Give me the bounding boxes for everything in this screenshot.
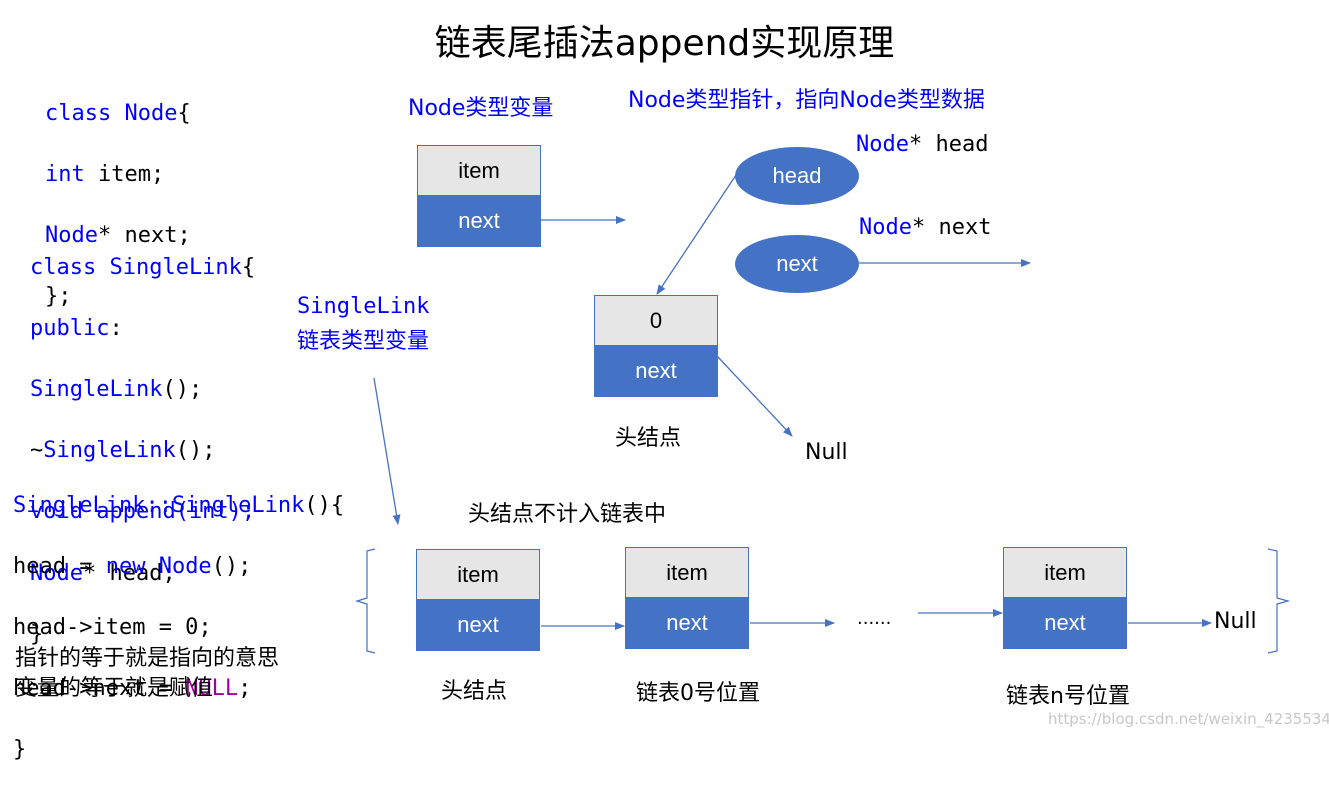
code-text: head->item = 0; [13, 614, 212, 640]
code-line: }; [45, 282, 191, 313]
code-line: head->item = 0; [13, 613, 344, 644]
node-item-value: 0 [595, 296, 717, 346]
arrow-head-to-headnode [656, 174, 737, 295]
code-text: ~ [30, 438, 44, 464]
code-line: Node* next; [45, 221, 191, 252]
code-keyword: class SingleLink [30, 254, 242, 280]
code-text: (); [211, 553, 252, 579]
label-linked-list-variable: 链表类型变量 [297, 329, 430, 354]
code-text: item; [84, 161, 165, 187]
code-text: { [241, 254, 256, 280]
list-bracket-left [354, 548, 376, 654]
node-box-list-head: item next [416, 549, 540, 651]
note-pointer-equals: 指针的等于就是指向的意思 [15, 646, 280, 671]
label-null-bottom: Null [1214, 609, 1257, 634]
code-text: (); [175, 438, 216, 464]
code-keyword: Node [859, 215, 912, 240]
code-keyword: Node [45, 222, 98, 248]
node-next-field: next [626, 598, 748, 648]
code-constructor: SingleLink::SingleLink(){ head = new Nod… [13, 460, 344, 797]
code-text: (){ [304, 492, 345, 518]
code-text: head = [13, 553, 106, 579]
code-line: head->next = NULL; [13, 674, 344, 705]
label-node-variable: Node类型变量 [408, 96, 554, 121]
node-item-field: item [417, 550, 539, 600]
code-line: SingleLink(); [30, 375, 255, 406]
node-box-head: 0 next [594, 295, 718, 397]
code-keyword: public [30, 315, 110, 341]
label-position-n: 链表n号位置 [1006, 684, 1130, 709]
label-head-declaration: Node* head [856, 130, 988, 161]
code-class-node: class Node{ int item; Node* next; }; [45, 68, 191, 343]
label-head-not-counted: 头结点不计入链表中 [468, 502, 667, 527]
arrow-singlelink-to-list [373, 377, 401, 525]
code-line: ~SingleLink(); [30, 436, 255, 467]
label-singlelink: SingleLink [297, 294, 430, 319]
code-line: Node* head; [30, 559, 255, 590]
code-text: * next; [97, 222, 191, 248]
code-line: int item; [45, 160, 191, 191]
node-next-field: next [1004, 598, 1126, 648]
code-text: (); [162, 376, 203, 402]
node-item-field: item [626, 548, 748, 598]
code-line: class SingleLink{ [30, 253, 255, 284]
code-keyword: Node [30, 560, 83, 586]
code-text: : [109, 315, 123, 341]
node-box-example: item next [417, 145, 541, 247]
diagram-title: 链表尾插法append实现原理 [434, 23, 895, 64]
code-text: head->next = [13, 676, 186, 702]
label-null-top: Null [805, 440, 848, 465]
watermark: https://blog.csdn.net/weixin_42355349 [1048, 710, 1329, 728]
label-head-node-bottom: 头结点 [441, 679, 508, 704]
label-position-0: 链表0号位置 [636, 681, 760, 706]
code-line: SingleLink::SingleLink(){ [13, 491, 344, 522]
label-next-declaration: Node* next [859, 213, 991, 244]
code-line: head = new Node(); [13, 552, 344, 583]
code-class-singlelink: class SingleLink{ public: SingleLink(); … [30, 222, 255, 681]
node-item-field: item [1004, 548, 1126, 598]
node-next-field: next [418, 196, 540, 246]
node-item-field: item [418, 146, 540, 196]
node-box-list-0: item next [625, 547, 749, 649]
code-line: } [13, 735, 344, 766]
label-ellipsis: ...... [857, 608, 892, 629]
code-keyword: Node [856, 132, 909, 157]
label-head-node: 头结点 [615, 426, 682, 451]
note-variable-equals: 变量的等于就是赋值 [15, 676, 214, 701]
node-box-list-n: item next [1003, 547, 1127, 649]
code-text: * head; [82, 560, 176, 586]
code-text: * next [911, 215, 992, 240]
label-node-pointer: Node类型指针，指向Node类型数据 [628, 88, 985, 113]
code-line: } [30, 620, 255, 651]
code-keyword: class Node [45, 100, 178, 126]
connector-layer [354, 174, 1291, 654]
code-text: } [13, 737, 27, 763]
code-keyword: SingleLink [43, 438, 176, 464]
code-text: ; [238, 676, 252, 702]
code-text: { [177, 100, 191, 126]
code-keyword: SingleLink [30, 376, 163, 402]
code-keyword: SingleLink::SingleLink [13, 492, 305, 518]
code-keyword: new Node [105, 553, 212, 579]
node-next-field: next [417, 600, 539, 650]
code-text: } [30, 621, 44, 647]
code-line: void append(int); [30, 497, 255, 528]
arrow-headnode-to-null [717, 356, 793, 437]
code-null-literal: NULL [185, 676, 239, 702]
code-line: public: [30, 314, 255, 345]
node-next-field: next [595, 346, 717, 396]
code-text: * head [908, 132, 989, 157]
pointer-ellipse-head: head [735, 147, 859, 205]
code-line: class Node{ [45, 99, 191, 130]
list-bracket-right [1267, 548, 1291, 654]
pointer-ellipse-next: next [735, 235, 859, 293]
code-text: }; [45, 284, 72, 310]
code-keyword: int [45, 161, 85, 187]
code-keyword: void append(int); [30, 499, 256, 525]
